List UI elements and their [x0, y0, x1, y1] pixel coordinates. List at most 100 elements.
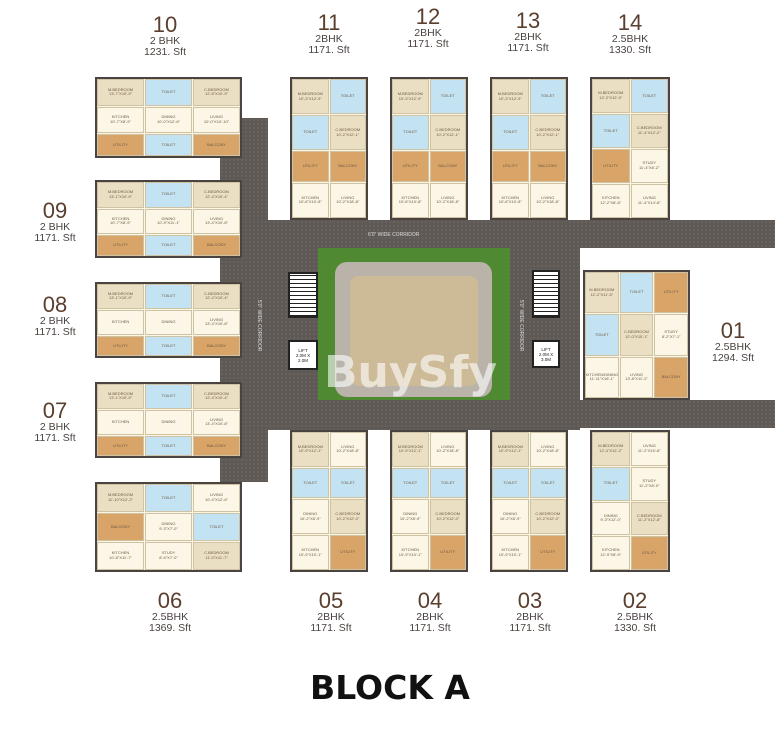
room-dimensions: 10'-2"X12'-1": [336, 131, 360, 137]
room-name: UTILITY: [340, 549, 356, 555]
room-name: M.BEDROOM: [107, 189, 134, 194]
room-name: TOILET: [209, 523, 224, 529]
lift-size: 3.0M: [540, 356, 551, 362]
room-name: UTILITY: [540, 549, 556, 555]
room-name: TOILET: [161, 393, 176, 399]
unit-area: 1369. Sft: [148, 622, 192, 634]
room-name: TOILET: [161, 442, 176, 448]
room-dimensions: 12'-9"X8'-9": [600, 552, 622, 558]
room-name: C.BEDROOM: [535, 126, 561, 132]
room-name: BALCONY: [206, 342, 227, 348]
room-dimensions: 11'-0"X11'-7": [205, 555, 228, 560]
room: TOILET: [529, 467, 566, 499]
corridor-label-left: 5'0" WIDE CORRIDOR: [256, 300, 262, 352]
unit-type: 2.5BHK: [611, 33, 649, 45]
room-name: TOILET: [403, 479, 418, 485]
room-name: C.BEDROOM: [624, 329, 649, 335]
room-dimensions: 11'-4"X8'-2": [638, 165, 660, 170]
room-name: LIVING: [441, 443, 455, 449]
room-dimensions: 10'-2"X12'-0": [336, 515, 360, 521]
room: BALCONY: [193, 335, 240, 356]
room: TOILET: [145, 335, 192, 356]
room-name: LIVING: [629, 371, 644, 377]
room-name: LIVING: [441, 194, 455, 200]
room: TOILET: [329, 79, 366, 115]
room-name: BALCONY: [538, 163, 558, 169]
room-name: TOILET: [161, 342, 176, 348]
room-dimensions: 11'-4"X12'-2": [637, 130, 661, 135]
unit-number: 12: [415, 4, 441, 29]
staircase-right: [532, 270, 560, 318]
room-name: TOILET: [440, 93, 455, 99]
room-name: BALCONY: [206, 242, 227, 248]
room-name: DINING: [161, 521, 176, 527]
room-dimensions: 10'-2"X12'-0": [436, 515, 460, 521]
unit-number: 09: [42, 198, 68, 223]
corridor-right-top: [580, 220, 775, 248]
unit-type: 2BHK: [414, 27, 442, 39]
room: UTILITY: [592, 149, 630, 183]
room-name: TOILET: [503, 479, 518, 485]
unit-type: 2BHK: [317, 611, 345, 623]
room-dimensions: 8'-6"X7'-0": [159, 555, 178, 560]
room-dimensions: 10'-9"X12'-1": [398, 448, 422, 454]
room-name: M.BEDROOM: [598, 443, 624, 449]
room: TOILET: [630, 79, 668, 113]
lift-size: 2.0M: [297, 357, 308, 363]
room-dimensions: 10'-2"X8'-9": [299, 515, 321, 521]
room: TOILET: [292, 467, 329, 499]
unit-type: 2 BHK: [149, 35, 181, 47]
unit-area: 1231. Sft: [143, 46, 187, 58]
lift-size: 2.0M X: [538, 351, 554, 357]
room-dimensions: 10'-2"X18'-8": [536, 448, 560, 454]
unit-type: 2 BHK: [39, 315, 71, 327]
room: TOILET: [492, 115, 529, 151]
room-name: KITCHEN: [501, 194, 520, 200]
room-name: STUDY: [161, 550, 176, 556]
unit-type: 2BHK: [516, 611, 544, 623]
room-name: DINING: [161, 418, 176, 424]
room-dimensions: 8'-2"X7'-1": [661, 333, 681, 339]
room-name: UTILITY: [113, 242, 128, 248]
unit-area: 1330. Sft: [608, 44, 652, 56]
room-dimensions: 13'-4"X10'-8": [204, 220, 229, 226]
unit-type: 2.5BHK: [616, 611, 654, 623]
room-name: TOILET: [303, 479, 318, 485]
room: UTILITY: [392, 151, 429, 182]
room-name: KITCHEN: [501, 546, 520, 552]
room: TOILET: [529, 79, 566, 115]
room-dimensions: 10'-2"X18'-8": [536, 199, 560, 205]
room-dimensions: 10'-9"X11'-1": [157, 220, 180, 226]
room-dimensions: 10'-7"X8'-9": [110, 220, 131, 226]
room-dimensions: 10'-6"X10'-8": [298, 199, 322, 205]
unit-type: 2.5BHK: [714, 341, 752, 353]
room-name: DINING: [403, 510, 418, 516]
lift-label: LIFT: [298, 347, 308, 353]
room-dimensions: 11'-2"X15'-8": [637, 447, 661, 453]
room-name: TOILET: [540, 479, 555, 485]
room: TOILET: [193, 513, 240, 541]
room: TOILET: [145, 182, 192, 208]
room-dimensions: 10'-3"X12'-9": [398, 95, 422, 101]
room-dimensions: 13'-8"X11'-2": [625, 376, 648, 382]
